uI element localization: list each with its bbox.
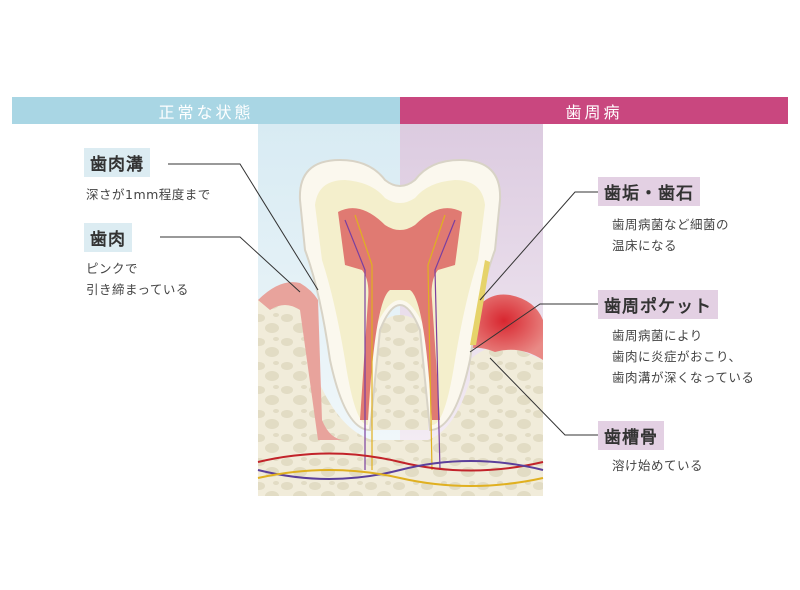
pulp bbox=[338, 208, 462, 420]
periodontal-disease-title: 歯周病 bbox=[565, 102, 623, 122]
alveolar-bone-label: 歯槽骨 bbox=[598, 421, 664, 450]
gum-label: 歯肉 bbox=[84, 223, 132, 252]
normal-state-title: 正常な状態 bbox=[158, 102, 254, 122]
gum-description: ピンクで引き締まっている bbox=[86, 258, 189, 300]
pocket-leader-line bbox=[469, 303, 598, 353]
sulcus-description: 深さが1mm程度まで bbox=[86, 184, 211, 205]
plaque-tartar-label: 歯垢・歯石 bbox=[598, 177, 700, 206]
desc-line: 歯肉に炎症がおこり、 bbox=[612, 349, 742, 364]
inflamed-gum bbox=[465, 294, 543, 360]
plaque-description: 歯周病菌など細菌の温床になる bbox=[612, 214, 729, 256]
desc-line: ピンクで bbox=[86, 261, 139, 276]
bone-leader-line bbox=[489, 357, 598, 436]
sulcus-leader-line bbox=[168, 163, 319, 291]
periodontal-disease-banner: 歯周病 bbox=[400, 97, 788, 124]
desc-line: 歯周病菌など細菌の bbox=[612, 217, 730, 232]
gum-leader-line bbox=[160, 236, 301, 293]
plaque-leader-line bbox=[479, 191, 598, 301]
sulcus-label: 歯肉溝 bbox=[84, 148, 150, 177]
normal-state-banner: 正常な状態 bbox=[12, 97, 400, 124]
alveolar-bone bbox=[258, 292, 543, 496]
healthy-gum bbox=[258, 282, 345, 440]
desc-line: 溶け始めている bbox=[612, 458, 704, 473]
pocket-description: 歯周病菌により歯肉に炎症がおこり、歯肉溝が深くなっている bbox=[612, 325, 754, 388]
desc-line: 引き締まっている bbox=[86, 282, 189, 297]
desc-line: 歯周病菌により bbox=[612, 328, 703, 343]
tartar bbox=[470, 260, 490, 345]
desc-line: 温床になる bbox=[612, 238, 678, 253]
desc-line: 歯肉溝が深くなっている bbox=[612, 370, 755, 385]
periodontal-pocket-label: 歯周ポケット bbox=[598, 290, 718, 319]
desc-line: 深さが1mm程度まで bbox=[86, 187, 211, 202]
bone-description: 溶け始めている bbox=[612, 455, 703, 476]
